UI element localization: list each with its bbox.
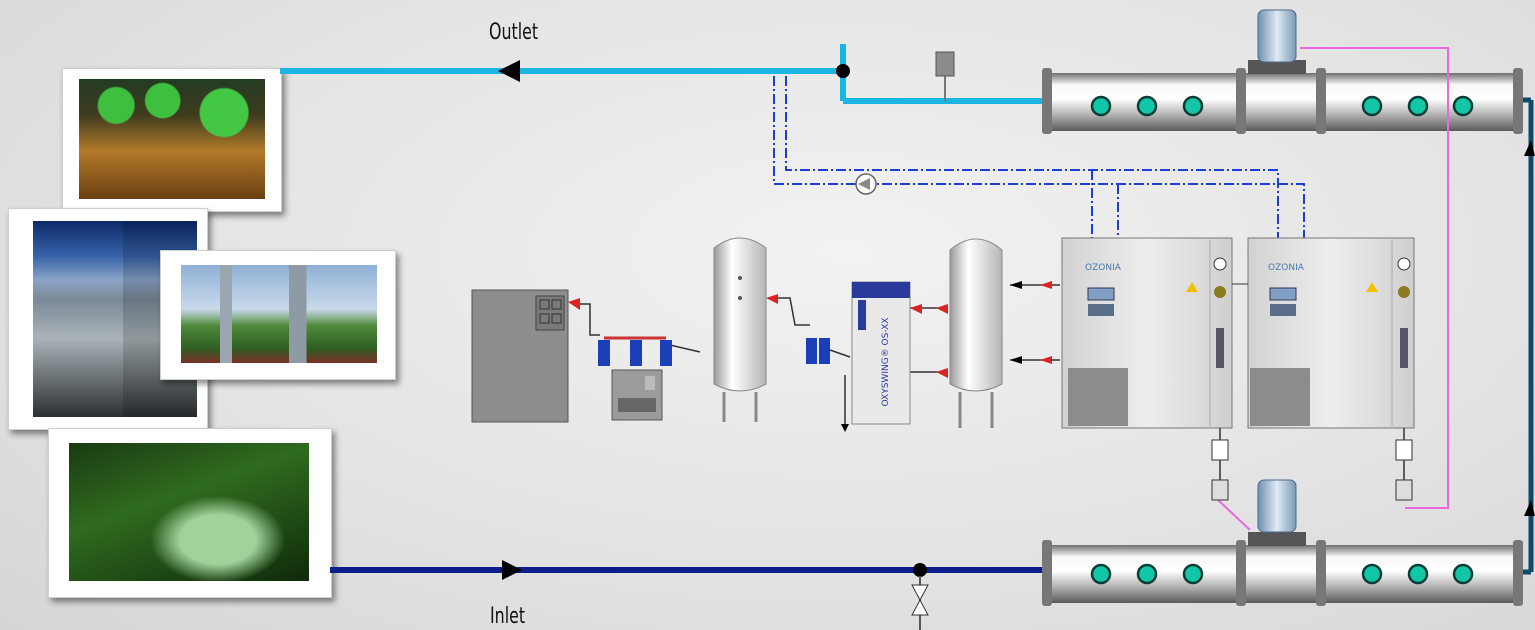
inlet-label: Inlet xyxy=(490,604,525,629)
oxygen-generator-label: OXYSWING® OS-XX xyxy=(881,318,891,407)
upper-contact-tube xyxy=(1042,10,1523,134)
filter-set-2 xyxy=(806,338,830,364)
ozonia-logo-right: OZONIA xyxy=(1268,263,1305,273)
outlet-label: Outlet xyxy=(489,20,538,45)
air-compressor xyxy=(472,290,580,422)
filter-set-1 xyxy=(598,338,672,366)
oxygen-generator: OXYSWING® OS-XX xyxy=(841,282,922,432)
outlet-pipe xyxy=(280,44,1045,101)
inlet-pipe xyxy=(330,560,1045,630)
oxygen-receiver-tank xyxy=(936,239,1060,428)
lower-contact-tube xyxy=(1042,480,1523,606)
air-receiver-tank xyxy=(714,238,778,422)
ozone-generator-left: OZONIA xyxy=(1062,238,1232,428)
injection-valves xyxy=(1212,428,1412,500)
air-dryer xyxy=(612,370,662,420)
ozone-generator-right: OZONIA xyxy=(1248,238,1414,428)
ozonia-logo-left: OZONIA xyxy=(1085,263,1122,273)
